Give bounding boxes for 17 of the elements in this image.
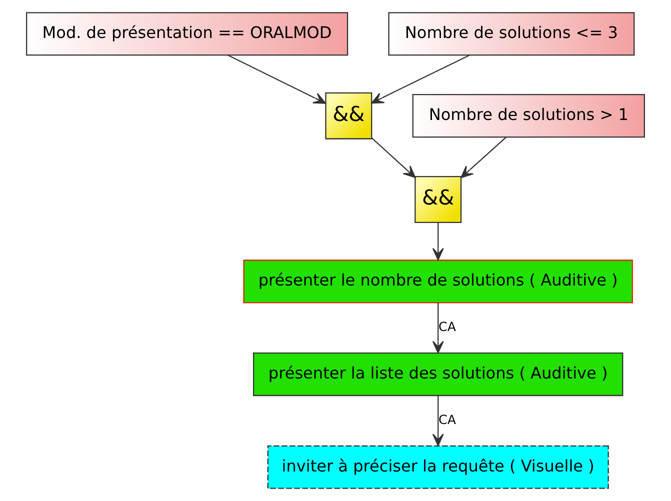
node-box: Mod. de présentation == ORALMOD — [26, 12, 348, 56]
node-box: Nombre de solutions > 1 — [412, 94, 645, 138]
arrow — [228, 54, 326, 104]
arrow — [371, 54, 470, 104]
arrow — [432, 396, 444, 446]
node-box: présenter le nombre de solutions ( Auditive ) — [243, 260, 633, 304]
edge-label: CA — [438, 412, 456, 427]
arrow — [432, 302, 444, 354]
arrow — [460, 136, 507, 178]
node-box: && — [414, 176, 462, 223]
arrow — [371, 138, 416, 178]
node-box: présenter la liste des solutions ( Auditive ) — [252, 352, 624, 396]
edge-label: CA — [438, 319, 456, 334]
node-box: && — [325, 92, 372, 140]
node-box: Nombre de solutions <= 3 — [388, 12, 635, 56]
node-box: inviter à préciser la requête ( Visuelle ) — [267, 445, 609, 489]
arrow — [432, 222, 444, 260]
